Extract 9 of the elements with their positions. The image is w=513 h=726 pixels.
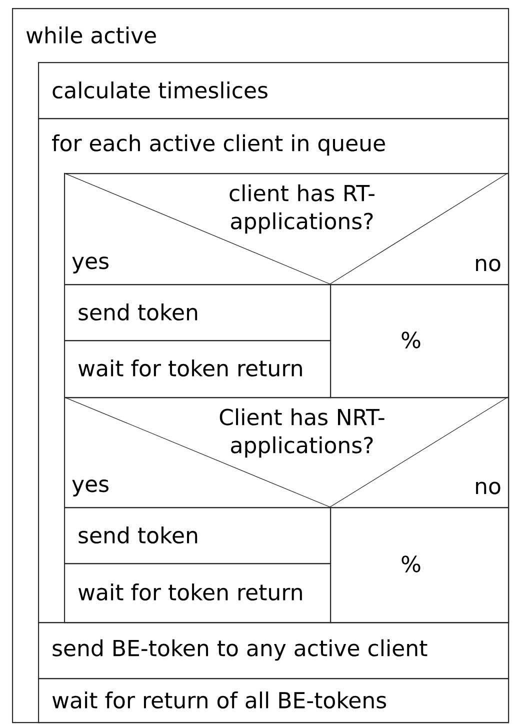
process-box: wait for return of all BE-tokens [38, 678, 510, 724]
process-box: calculate timeslices [38, 62, 510, 120]
process-box: send token [64, 507, 332, 564]
empty-branch-box: % [330, 507, 510, 624]
process-box: send BE-token to any active client [38, 622, 510, 680]
process-box: wait for token return [64, 563, 332, 624]
process-box: send token [64, 284, 332, 342]
process-box: wait for token return [64, 340, 332, 398]
empty-branch-box: % [330, 284, 510, 398]
